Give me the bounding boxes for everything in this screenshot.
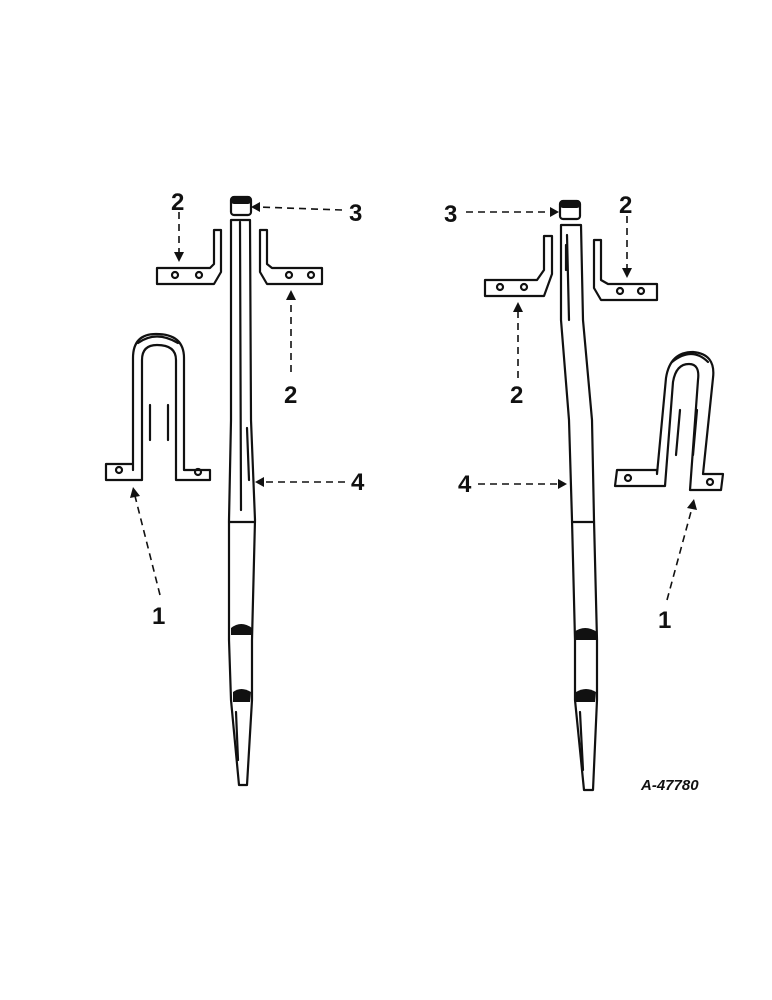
right-tine-part [559, 223, 599, 792]
right-clip-left-number: 2 [510, 382, 523, 409]
left-bracket-number: 1 [152, 603, 165, 630]
left-u-bracket-part [104, 332, 212, 482]
right-u-bracket-part [613, 350, 725, 492]
left-clip-left-number: 2 [171, 189, 184, 216]
right-tine-number: 4 [458, 471, 472, 498]
left-clip-left-part [155, 228, 223, 286]
right-clip-right-part [592, 238, 659, 302]
right-cap-number: 3 [444, 201, 457, 228]
left-cap-number: 3 [349, 200, 362, 227]
right-clip-left-part [483, 234, 554, 298]
left-tine-number: 4 [351, 469, 365, 496]
figure-code-label: A-47780 [640, 777, 699, 794]
left-cap-part [229, 195, 253, 217]
right-clip-right-number: 2 [619, 192, 632, 219]
left-clip-right-part [258, 228, 324, 286]
left-assembly: 2 3 2 4 1 [104, 189, 365, 787]
left-clip-right-number: 2 [284, 382, 297, 409]
right-leaders [466, 207, 697, 601]
right-assembly: 3 2 2 4 1 [444, 192, 725, 792]
right-cap-part [558, 199, 582, 221]
left-tine-part [227, 218, 257, 787]
right-bracket-number: 1 [658, 607, 671, 634]
left-leaders [130, 202, 345, 596]
